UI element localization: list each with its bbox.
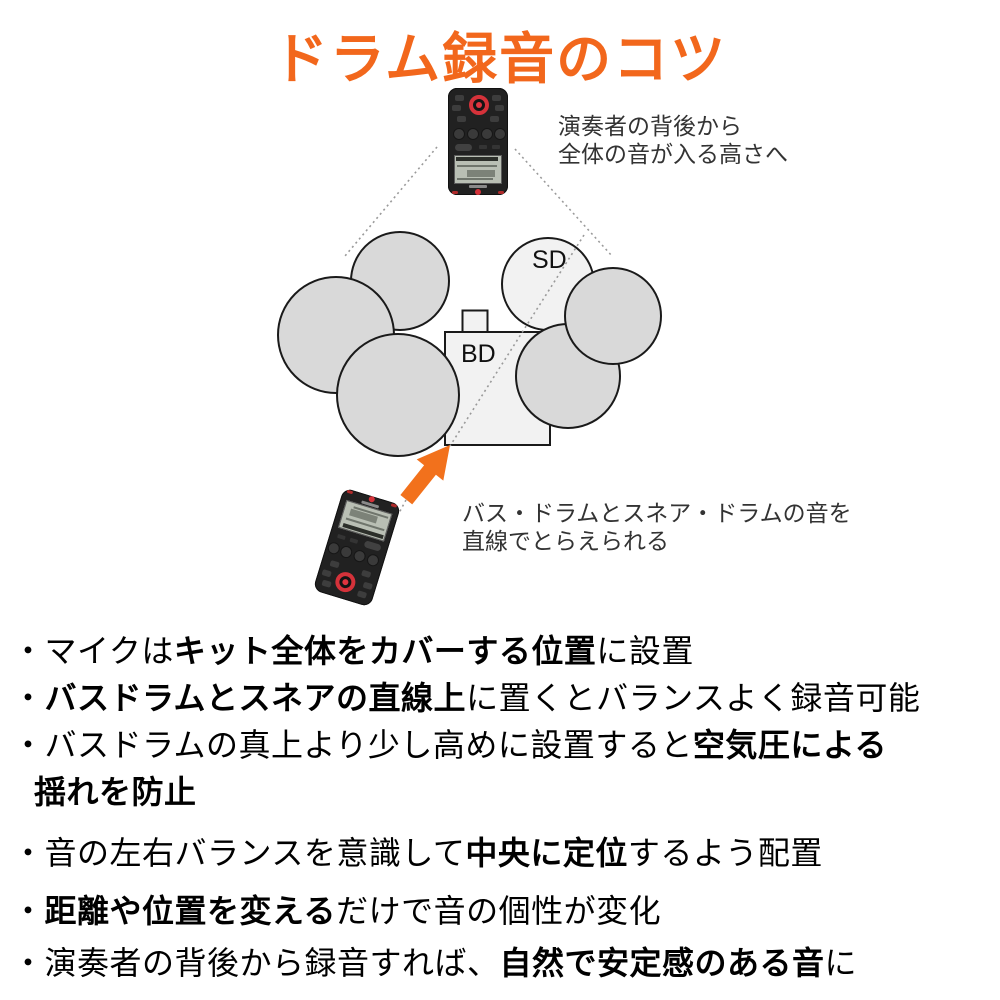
tip-line: ・距離や位置を変えるだけで音の個性が変化 — [12, 893, 662, 929]
recorder-button — [492, 95, 501, 101]
tip-line: ・マイクはキット全体をカバーする位置に設置 — [12, 633, 694, 669]
recorder-button — [495, 105, 504, 111]
floor-tom-circle-left — [336, 333, 460, 457]
record-dot-icon — [341, 578, 350, 586]
tips-list: ・マイクはキット全体をカバーする位置に設置・バスドラムとスネアの直線上に置くとバ… — [12, 628, 997, 987]
tip-item: ・音の左右バランスを意識して中央に定位するよう配置 — [12, 830, 997, 877]
recorder-mic-dot — [475, 189, 481, 195]
recorder-knob — [467, 128, 479, 140]
mic-field-dotted-line-right — [514, 148, 613, 257]
recorder-pill-button — [455, 144, 472, 151]
record-dot-icon — [476, 102, 482, 108]
bass-drum-tab — [461, 309, 489, 336]
cymbal-circle-right — [564, 267, 662, 365]
recorder-edge-mark — [452, 191, 458, 194]
tip-line: ・バスドラムとスネアの直線上に置くとバランスよく録音可能 — [12, 680, 921, 716]
lcd-meter-line — [457, 178, 493, 180]
tip-line: ・バスドラムの真上より少し高めに設置すると空気圧による — [12, 727, 887, 763]
drum-kit-diagram: SD BD — [277, 146, 662, 514]
tip-line: ・音の左右バランスを意識して中央に定位するよう配置 — [12, 835, 823, 871]
tip-line: 揺れを防止 — [34, 774, 197, 810]
note-line: 全体の音が入る高さへ — [558, 141, 788, 167]
recorder-button — [457, 116, 466, 122]
tip-item: ・距離や位置を変えるだけで音の個性が変化 — [12, 888, 997, 935]
note-line: 直線でとらえられる — [462, 528, 669, 554]
recorder-button — [492, 145, 500, 149]
recorder-brand-mark — [469, 185, 487, 188]
front-mic-note: バス・ドラムとスネア・ドラムの音を 直線でとらえられる — [462, 499, 852, 555]
mic-field-dotted-line-left — [344, 146, 438, 257]
lcd-digits — [467, 170, 495, 177]
lcd-header-strip — [456, 157, 498, 161]
recorder-knob — [453, 128, 465, 140]
recorder-button — [452, 105, 461, 111]
overhead-mic-note: 演奏者の背後から 全体の音が入る高さへ — [558, 112, 788, 168]
audio-recorder-overhead — [448, 88, 508, 195]
recorder-knob — [494, 128, 506, 140]
tip-item: ・演奏者の背後から録音すれば、自然で安定感のある音に — [12, 940, 997, 987]
tip-item: ・バスドラムの真上より少し高めに設置すると空気圧による揺れを防止 — [12, 722, 997, 816]
recorder-button — [490, 116, 499, 122]
lcd-meter-line — [457, 165, 497, 167]
recorder-record-button — [469, 95, 489, 115]
recorder-edge-mark — [498, 191, 504, 194]
tip-item: ・バスドラムとスネアの直線上に置くとバランスよく録音可能 — [12, 675, 997, 722]
note-line: 演奏者の背後から — [558, 113, 742, 139]
recorder-lcd-screen — [454, 155, 502, 184]
recorder-knob — [481, 128, 493, 140]
bd-sd-line-dotted — [449, 234, 585, 447]
tip-line: ・演奏者の背後から録音すれば、自然で安定感のある音に — [12, 945, 858, 981]
mic-aim-dotted-line — [398, 499, 407, 514]
page-title: ドラム録音のコツ — [272, 28, 728, 90]
recorder-button — [479, 145, 487, 149]
snare-drum-label: SD — [532, 246, 567, 274]
arrow-up-icon — [400, 445, 450, 505]
bass-drum-label: BD — [461, 340, 496, 368]
note-line: バス・ドラムとスネア・ドラムの音を — [462, 500, 852, 526]
recorder-button — [455, 95, 464, 101]
tip-item: ・マイクはキット全体をカバーする位置に設置 — [12, 628, 997, 675]
